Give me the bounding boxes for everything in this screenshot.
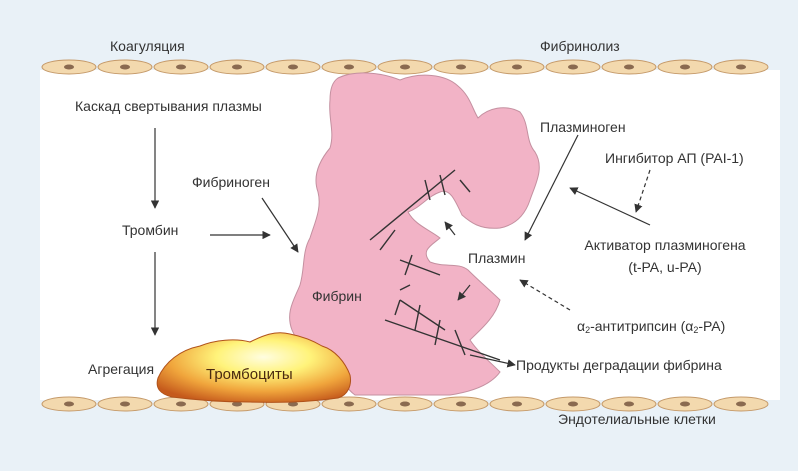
- cell-nucleus: [512, 64, 522, 70]
- coagulation-label: Коагуляция: [110, 38, 185, 54]
- cell-nucleus: [288, 401, 298, 407]
- cell-nucleus: [680, 64, 690, 70]
- cell-nucleus: [568, 401, 578, 407]
- endothelial-cells-top: [41, 59, 769, 75]
- antitrypsin-prefix: α: [577, 318, 586, 334]
- antitrypsin-mid: -антитрипсин (α: [590, 318, 694, 334]
- aggregation-label: Агрегация: [88, 361, 155, 377]
- cell-nucleus: [568, 64, 578, 70]
- cell-nucleus: [680, 401, 690, 407]
- pai-label: Ингибитор АП (PAI-1): [605, 150, 744, 166]
- cell-nucleus: [400, 64, 410, 70]
- cell-nucleus: [120, 64, 130, 70]
- fibrin-strands: [369, 169, 501, 361]
- plasmin-label: Плазмин: [468, 250, 526, 266]
- plasminogen-label: Плазминоген: [540, 119, 626, 135]
- cell-nucleus: [64, 401, 74, 407]
- cell-nucleus: [456, 401, 466, 407]
- activator-label: Активатор плазминогена (t-PA, u-PA): [560, 237, 770, 275]
- fibrin-label: Фибрин: [312, 288, 362, 304]
- cell-nucleus: [344, 401, 354, 407]
- activator-line2: (t-PA, u-PA): [628, 259, 702, 275]
- cell-nucleus: [176, 64, 186, 70]
- arrows: [150, 128, 651, 368]
- cell-nucleus: [176, 401, 186, 407]
- platelets-label: Тромбоциты: [206, 366, 293, 383]
- activator-line1: Активатор плазминогена: [584, 237, 746, 253]
- degradation-label: Продукты деградации фибрина: [516, 357, 722, 373]
- endothelial-label: Эндотелиальные клетки: [558, 411, 716, 427]
- antitrypsin-suffix: -PA): [698, 318, 726, 334]
- antitrypsin-sub2: 2: [693, 325, 699, 335]
- fibrinogen-label: Фибриноген: [192, 174, 270, 190]
- endothelial-cells-bottom: [41, 396, 769, 412]
- cell-nucleus: [120, 401, 130, 407]
- platelet-aggregate: [156, 332, 351, 403]
- antitrypsin-sub1: 2: [585, 325, 591, 335]
- cell-nucleus: [736, 64, 746, 70]
- cell-nucleus: [64, 64, 74, 70]
- cell-nucleus: [624, 401, 634, 407]
- cell-nucleus: [736, 401, 746, 407]
- thrombin-label: Тромбин: [122, 222, 179, 238]
- cell-nucleus: [232, 401, 242, 407]
- cell-nucleus: [400, 401, 410, 407]
- fibrinolysis-label: Фибринолиз: [540, 38, 620, 54]
- cell-nucleus: [232, 64, 242, 70]
- cell-nucleus: [288, 64, 298, 70]
- cell-nucleus: [624, 64, 634, 70]
- cell-nucleus: [512, 401, 522, 407]
- cell-nucleus: [456, 64, 466, 70]
- cell-nucleus: [344, 64, 354, 70]
- cascade-label: Каскад свертывания плазмы: [75, 98, 262, 114]
- fibrin-clot: [289, 72, 540, 396]
- antitrypsin-label: α2-антитрипсин (α2-PA): [577, 318, 725, 338]
